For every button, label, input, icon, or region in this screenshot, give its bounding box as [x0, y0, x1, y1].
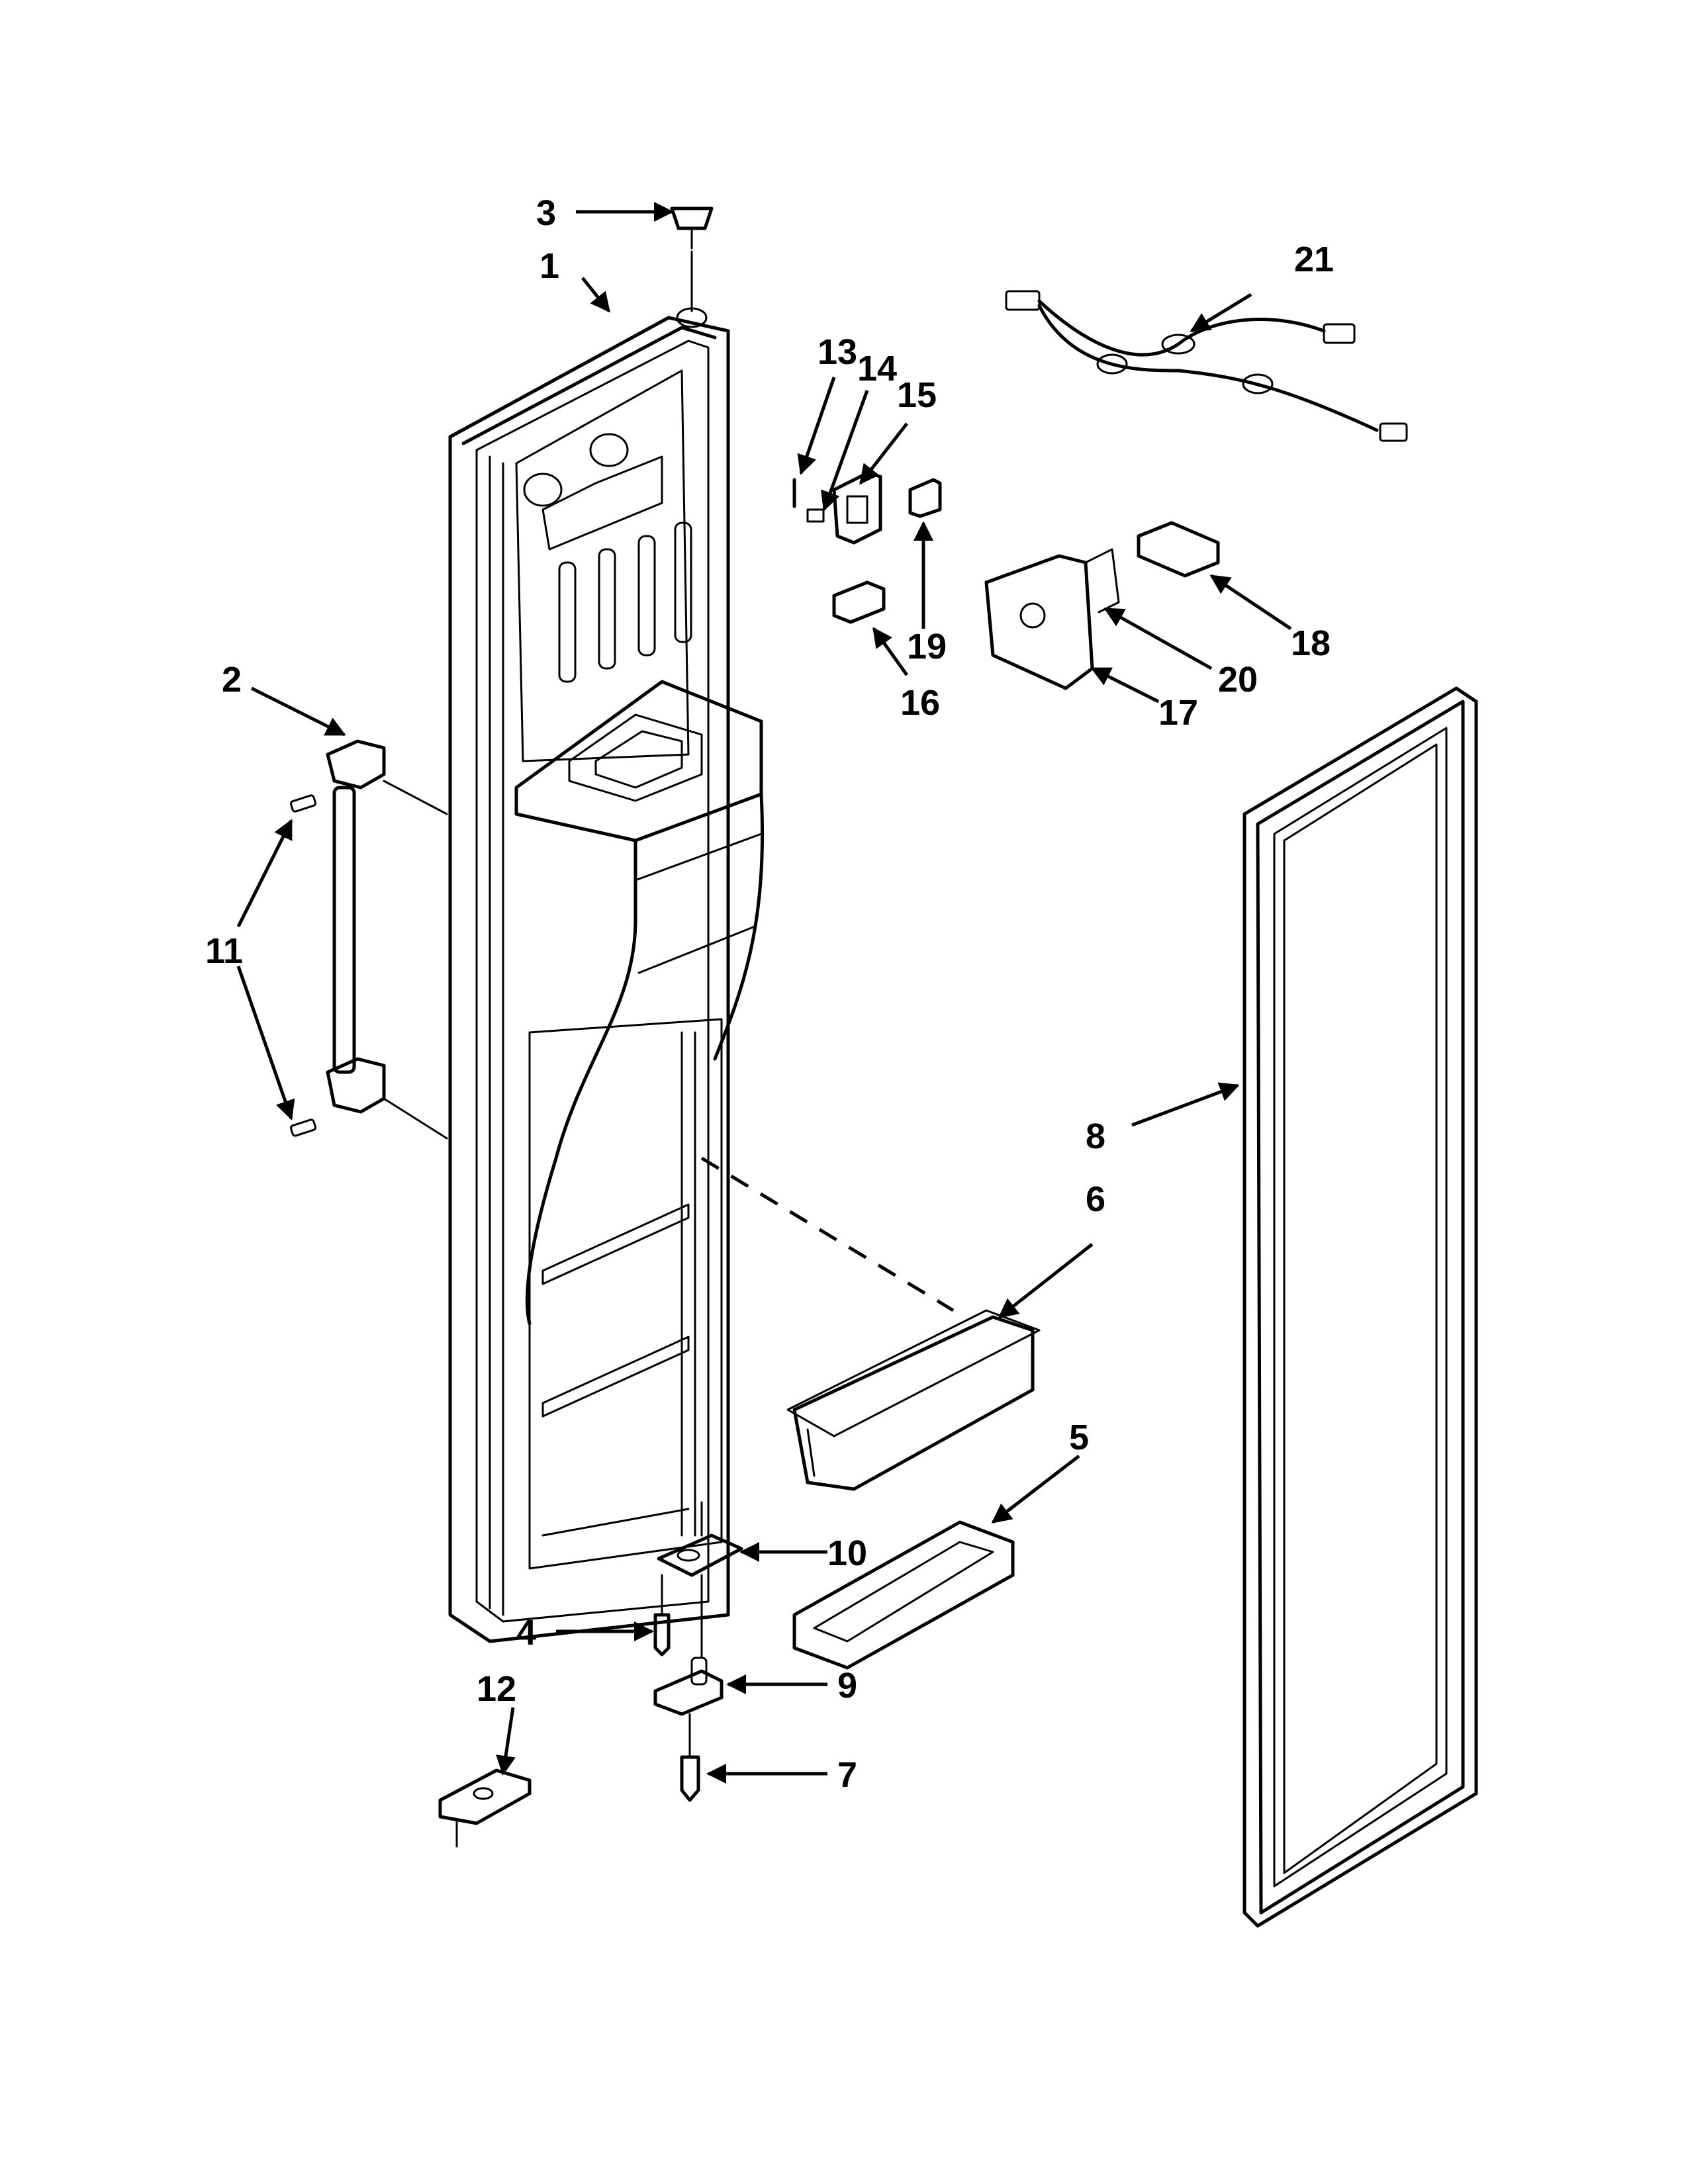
cap-part [670, 206, 714, 250]
screw-4-part [653, 1574, 671, 1657]
wire-harness-part [1005, 290, 1408, 442]
callout-12: 12 [477, 1669, 516, 1709]
door-liner-part [448, 250, 765, 1643]
callout-6: 6 [1086, 1179, 1105, 1219]
callout-8: 8 [1086, 1116, 1105, 1156]
callout-labels: 1 2 3 4 5 6 7 8 9 10 11 12 13 14 15 16 1… [205, 193, 1334, 1795]
callout-18: 18 [1291, 623, 1331, 663]
circuit-board-part [1137, 521, 1220, 578]
callout-19: 19 [907, 627, 947, 666]
bin-mount-line [700, 1156, 955, 1312]
callout-16: 16 [900, 683, 940, 723]
handle-part [326, 739, 448, 1140]
hinge-part [653, 1574, 724, 1716]
callout-15: 15 [897, 375, 937, 415]
bin-part [786, 1309, 1041, 1491]
callout-11: 11 [205, 931, 243, 971]
callout-9: 9 [837, 1666, 857, 1706]
callout-leaders [236, 202, 1292, 1784]
bottom-bracket-part [438, 1768, 532, 1848]
door-gasket-part [1243, 686, 1478, 1928]
callout-4: 4 [516, 1613, 536, 1653]
handle-screws-part [289, 794, 317, 1137]
screw-7-part [680, 1713, 700, 1802]
callout-20: 20 [1218, 660, 1258, 700]
control-module-part [984, 548, 1120, 690]
callout-14: 14 [857, 349, 897, 388]
callout-7: 7 [837, 1755, 857, 1795]
callout-1: 1 [539, 246, 559, 286]
tray-part [792, 1520, 1015, 1670]
callout-5: 5 [1069, 1418, 1089, 1457]
switch-parts [792, 471, 942, 624]
callout-2: 2 [222, 660, 242, 700]
callout-17: 17 [1158, 693, 1198, 733]
callout-3: 3 [536, 193, 556, 233]
callout-10: 10 [827, 1533, 867, 1573]
callout-21: 21 [1294, 240, 1334, 279]
callout-13: 13 [818, 332, 857, 372]
